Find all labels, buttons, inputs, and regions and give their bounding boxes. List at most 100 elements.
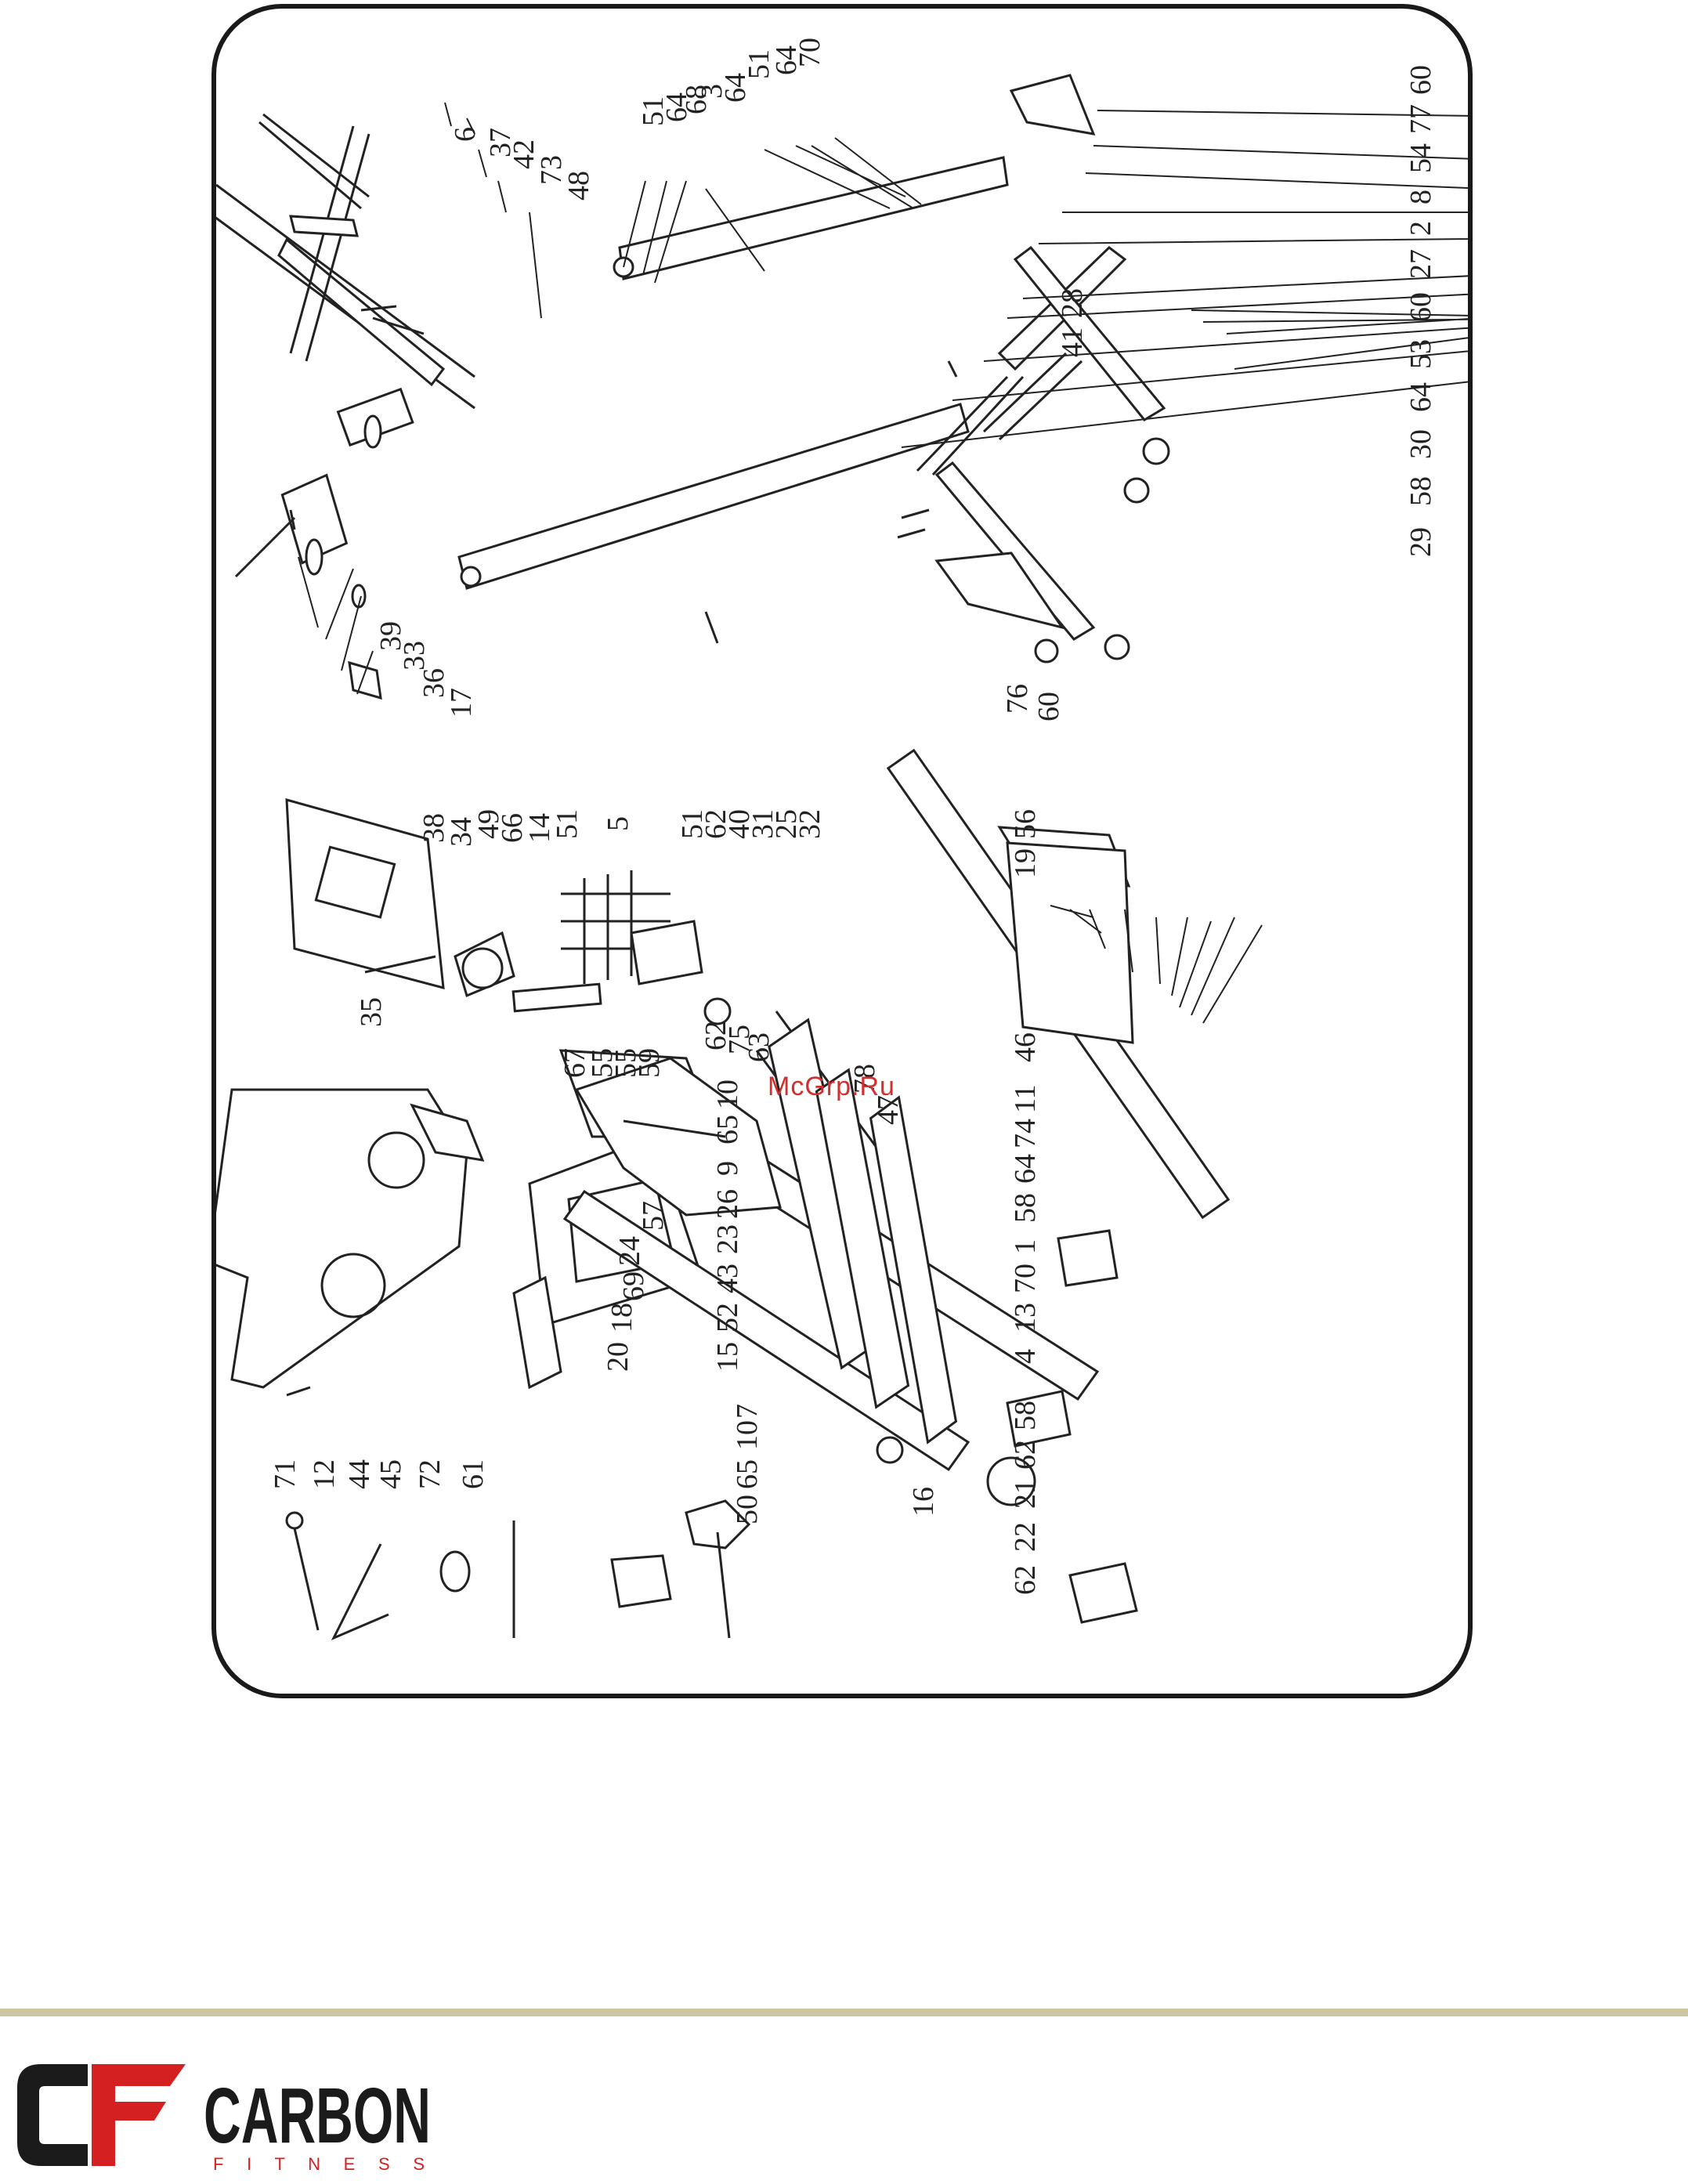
incline-frame [897, 74, 1170, 664]
callout-73: 73 [535, 155, 568, 185]
carbon-fitness-logo: CARBON F I T N E S S [17, 2064, 431, 2174]
callout-65-rear: 65 [731, 1459, 764, 1489]
callout-72: 72 [414, 1459, 446, 1489]
callout-32: 32 [793, 809, 826, 839]
callout-47: 47 [872, 1095, 905, 1125]
callout-62-end: 62 [1009, 1440, 1042, 1470]
callout-4: 4 [1009, 1349, 1042, 1364]
callout-60-top: 60 [1404, 65, 1437, 95]
callout-49: 49 [472, 809, 505, 839]
exploded-view-drawing: 6 37 42 73 48 39 33 36 17 51 64 68 3 64 … [216, 38, 1468, 1640]
callout-leaders [298, 102, 1468, 1024]
callout-44: 44 [343, 1459, 376, 1489]
callout-57: 57 [637, 1201, 670, 1231]
callout-65-front: 65 [711, 1115, 744, 1144]
callout-77: 77 [1404, 104, 1437, 134]
callout-64-right: 64 [1404, 382, 1437, 412]
callout-76: 76 [1001, 684, 1034, 714]
callout-13: 13 [1009, 1303, 1042, 1332]
callout-70-rail: 70 [793, 38, 826, 67]
callout-61: 61 [457, 1459, 490, 1489]
exploded-view-frame: 6 37 42 73 48 39 33 36 17 51 64 68 3 64 … [211, 4, 1473, 1698]
callout-7: 7 [731, 1404, 764, 1419]
brand-name: CARBON [204, 2072, 431, 2160]
callout-25: 25 [770, 809, 803, 839]
callout-9: 9 [711, 1161, 744, 1176]
watermark: McGrp.Ru [768, 1072, 895, 1101]
callout-14: 14 [523, 813, 556, 843]
callout-64-rail-b: 64 [719, 73, 752, 103]
callout-20: 20 [602, 1342, 634, 1372]
callout-74: 74 [1009, 1119, 1042, 1148]
callout-22: 22 [1009, 1522, 1042, 1552]
callout-40: 40 [723, 809, 756, 839]
callout-18: 18 [605, 1303, 638, 1332]
callout-19: 19 [1009, 848, 1042, 878]
callout-6: 6 [449, 127, 482, 142]
callout-27: 27 [1404, 249, 1437, 279]
callout-3: 3 [696, 84, 728, 99]
callout-34: 34 [445, 817, 478, 847]
callout-1: 1 [1009, 1239, 1042, 1254]
callout-15: 15 [711, 1342, 744, 1372]
footer-divider [0, 2009, 1688, 2016]
callout-63: 63 [743, 1032, 775, 1062]
callout-51-upright: 51 [551, 809, 584, 839]
callout-37: 37 [484, 128, 517, 157]
callout-10-front: 10 [711, 1079, 744, 1109]
side-rails [457, 156, 1009, 644]
callout-71: 71 [269, 1459, 302, 1489]
callout-62-motor: 62 [699, 809, 732, 839]
callout-50: 50 [731, 1495, 764, 1524]
callout-62-deck: 62 [699, 1021, 732, 1050]
deck-and-belt [703, 997, 958, 1464]
callout-16: 16 [907, 1487, 940, 1517]
callout-68: 68 [680, 85, 713, 114]
callout-11: 11 [1009, 1084, 1042, 1113]
callout-64-rail-a: 64 [660, 92, 693, 122]
callout-60-bottom: 60 [1032, 692, 1065, 721]
callout-24: 24 [613, 1236, 646, 1266]
callout-38: 38 [417, 813, 450, 843]
callout-55-a: 55 [586, 1048, 619, 1078]
callout-58-right: 58 [1404, 476, 1437, 506]
callout-36: 36 [417, 668, 450, 698]
motor-cover [512, 1057, 782, 1390]
callout-56: 56 [1009, 809, 1042, 839]
callout-59: 59 [633, 1048, 666, 1078]
callout-64-rail-c: 64 [770, 45, 803, 75]
callout-31: 31 [746, 809, 779, 839]
callout-60-mid: 60 [1404, 292, 1437, 322]
callout-51-motor: 51 [676, 809, 709, 839]
callout-28: 28 [1056, 288, 1089, 318]
callout-35: 35 [355, 997, 388, 1027]
callout-numbers: 6 37 42 73 48 39 33 36 17 51 64 68 3 64 … [269, 38, 1437, 1595]
callout-23: 23 [711, 1224, 744, 1254]
upright-base-frame [216, 113, 475, 700]
callout-43: 43 [711, 1264, 744, 1293]
callout-78: 78 [848, 1064, 881, 1094]
callout-12: 12 [308, 1459, 341, 1489]
callout-67: 67 [558, 1048, 591, 1078]
callout-69: 69 [617, 1271, 650, 1301]
callout-52: 52 [711, 1303, 744, 1332]
callout-70-deck: 70 [1009, 1264, 1042, 1293]
callout-58-deck: 58 [1009, 1193, 1042, 1223]
callout-42: 42 [508, 139, 540, 169]
callout-58-end: 58 [1009, 1401, 1042, 1430]
callout-66: 66 [496, 813, 529, 843]
callout-75: 75 [723, 1025, 756, 1054]
brand-sub: F I T N E S S [213, 2154, 425, 2174]
console-assembly [216, 797, 485, 1397]
callout-21: 21 [1009, 1479, 1042, 1509]
callout-39: 39 [374, 621, 407, 651]
callout-10-rear: 10 [731, 1420, 764, 1450]
callout-62-foot: 62 [1009, 1565, 1042, 1595]
callout-5: 5 [602, 816, 634, 831]
callout-46: 46 [1009, 1032, 1042, 1062]
callout-48: 48 [562, 171, 595, 201]
tools [285, 1499, 751, 1640]
callout-17: 17 [445, 688, 478, 718]
callout-2: 2 [1404, 221, 1437, 236]
callout-54: 54 [1404, 143, 1437, 173]
